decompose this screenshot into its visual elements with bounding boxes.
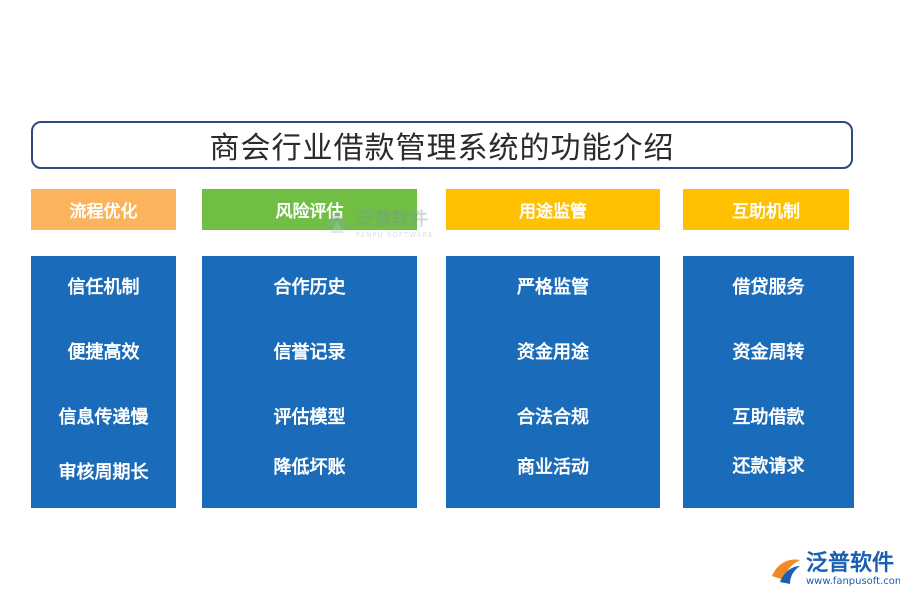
column-mutual-aid: 借贷服务 资金周转 互助借款 还款请求 <box>683 256 854 508</box>
brand-logo-icon <box>772 559 800 584</box>
list-item: 互助借款 <box>732 407 805 428</box>
header-label: 风险评估 <box>275 202 344 222</box>
header-usage-supervision: 用途监管 <box>446 189 660 230</box>
brand-url: www.fanpusoft.com <box>806 576 900 587</box>
list-item: 信息传递慢 <box>58 407 149 428</box>
header-label: 互助机制 <box>732 202 800 222</box>
list-item: 便捷高效 <box>67 342 140 363</box>
list-item: 信誉记录 <box>273 342 346 363</box>
list-item: 降低坏账 <box>273 457 346 478</box>
header-label: 流程优化 <box>69 202 138 222</box>
column-usage-supervision: 严格监管 资金用途 合法合规 商业活动 <box>446 256 660 508</box>
watermark-logo-icon <box>325 211 349 233</box>
watermark: 泛普软件 FANPU SOFTWARE <box>322 205 434 239</box>
list-item: 合作历史 <box>273 277 346 298</box>
column-risk-assessment: 合作历史 信誉记录 评估模型 降低坏账 <box>202 256 417 508</box>
title-box: 商会行业借款管理系统的功能介绍 <box>31 121 853 169</box>
list-item: 商业活动 <box>517 457 589 478</box>
column-process-optimization: 信任机制 便捷高效 信息传递慢 审核周期长 <box>31 256 176 508</box>
header-risk-assessment: 风险评估 <box>202 189 417 230</box>
header-label: 用途监管 <box>519 202 587 222</box>
list-item: 借贷服务 <box>732 277 805 298</box>
watermark-name: 泛普软件 <box>356 209 428 230</box>
list-item: 合法合规 <box>517 407 589 428</box>
header-process-optimization: 流程优化 <box>31 189 176 230</box>
list-item: 信任机制 <box>67 277 140 298</box>
brand-name: 泛普软件 <box>806 551 895 576</box>
list-item: 审核周期长 <box>58 462 149 483</box>
watermark-subtitle: FANPU SOFTWARE <box>356 231 434 239</box>
header-mutual-aid: 互助机制 <box>683 189 849 230</box>
page-title: 商会行业借款管理系统的功能介绍 <box>209 131 675 166</box>
list-item: 严格监管 <box>517 277 589 298</box>
list-item: 资金周转 <box>732 342 805 363</box>
brand-logo: 泛普软件 www.fanpusoft.com <box>770 552 900 588</box>
list-item: 资金用途 <box>517 342 589 363</box>
list-item: 评估模型 <box>273 407 346 428</box>
list-item: 还款请求 <box>732 456 805 477</box>
